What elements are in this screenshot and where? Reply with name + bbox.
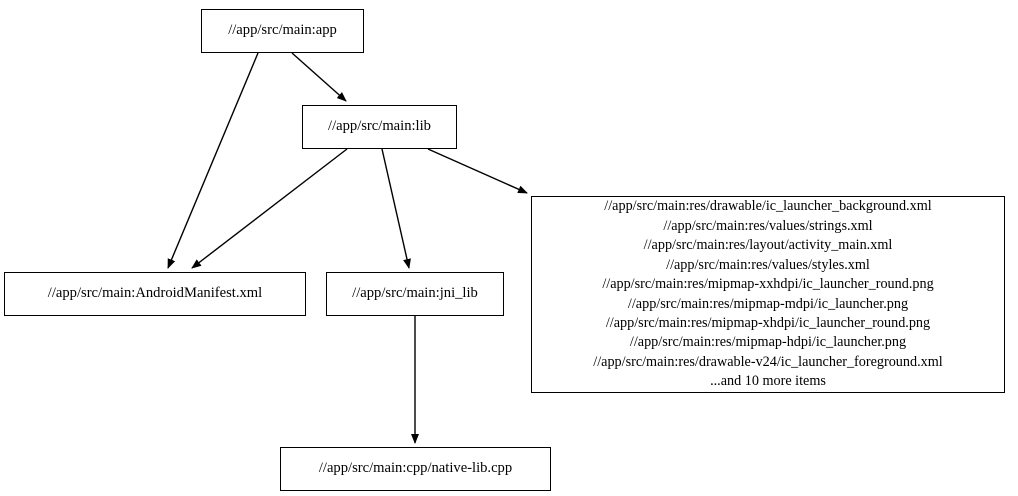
graph-edge-lib-to-manifest <box>191 148 348 269</box>
graph-edges <box>167 52 528 444</box>
graph-node-app-label: //app/src/main:app <box>228 22 337 39</box>
graph-node-jni-lib[interactable]: //app/src/main:jni_lib <box>326 272 504 316</box>
graph-edge-app-to-manifest <box>167 52 259 269</box>
graph-node-android-manifest[interactable]: //app/src/main:AndroidManifest.xml <box>4 272 306 316</box>
graph-edge-app-to-lib <box>291 52 347 102</box>
graph-node-resources[interactable]: //app/src/main:res/drawable/ic_launcher_… <box>531 196 1005 393</box>
graph-edge-lib-to-resources <box>427 148 528 194</box>
graph-node-lib[interactable]: //app/src/main:lib <box>302 105 457 149</box>
graph-node-lib-label: //app/src/main:lib <box>328 118 431 135</box>
graph-node-app[interactable]: //app/src/main:app <box>201 9 364 53</box>
graph-edge-lib-to-jni_lib <box>381 148 411 269</box>
graph-node-resources-label: //app/src/main:res/drawable/ic_launcher_… <box>593 198 943 390</box>
graph-node-jni-lib-label: //app/src/main:jni_lib <box>352 285 478 302</box>
graph-node-native-lib-cpp-label: //app/src/main:cpp/native-lib.cpp <box>318 460 513 477</box>
graph-node-native-lib-cpp[interactable]: //app/src/main:cpp/native-lib.cpp <box>280 447 551 491</box>
graph-node-android-manifest-label: //app/src/main:AndroidManifest.xml <box>47 285 263 302</box>
